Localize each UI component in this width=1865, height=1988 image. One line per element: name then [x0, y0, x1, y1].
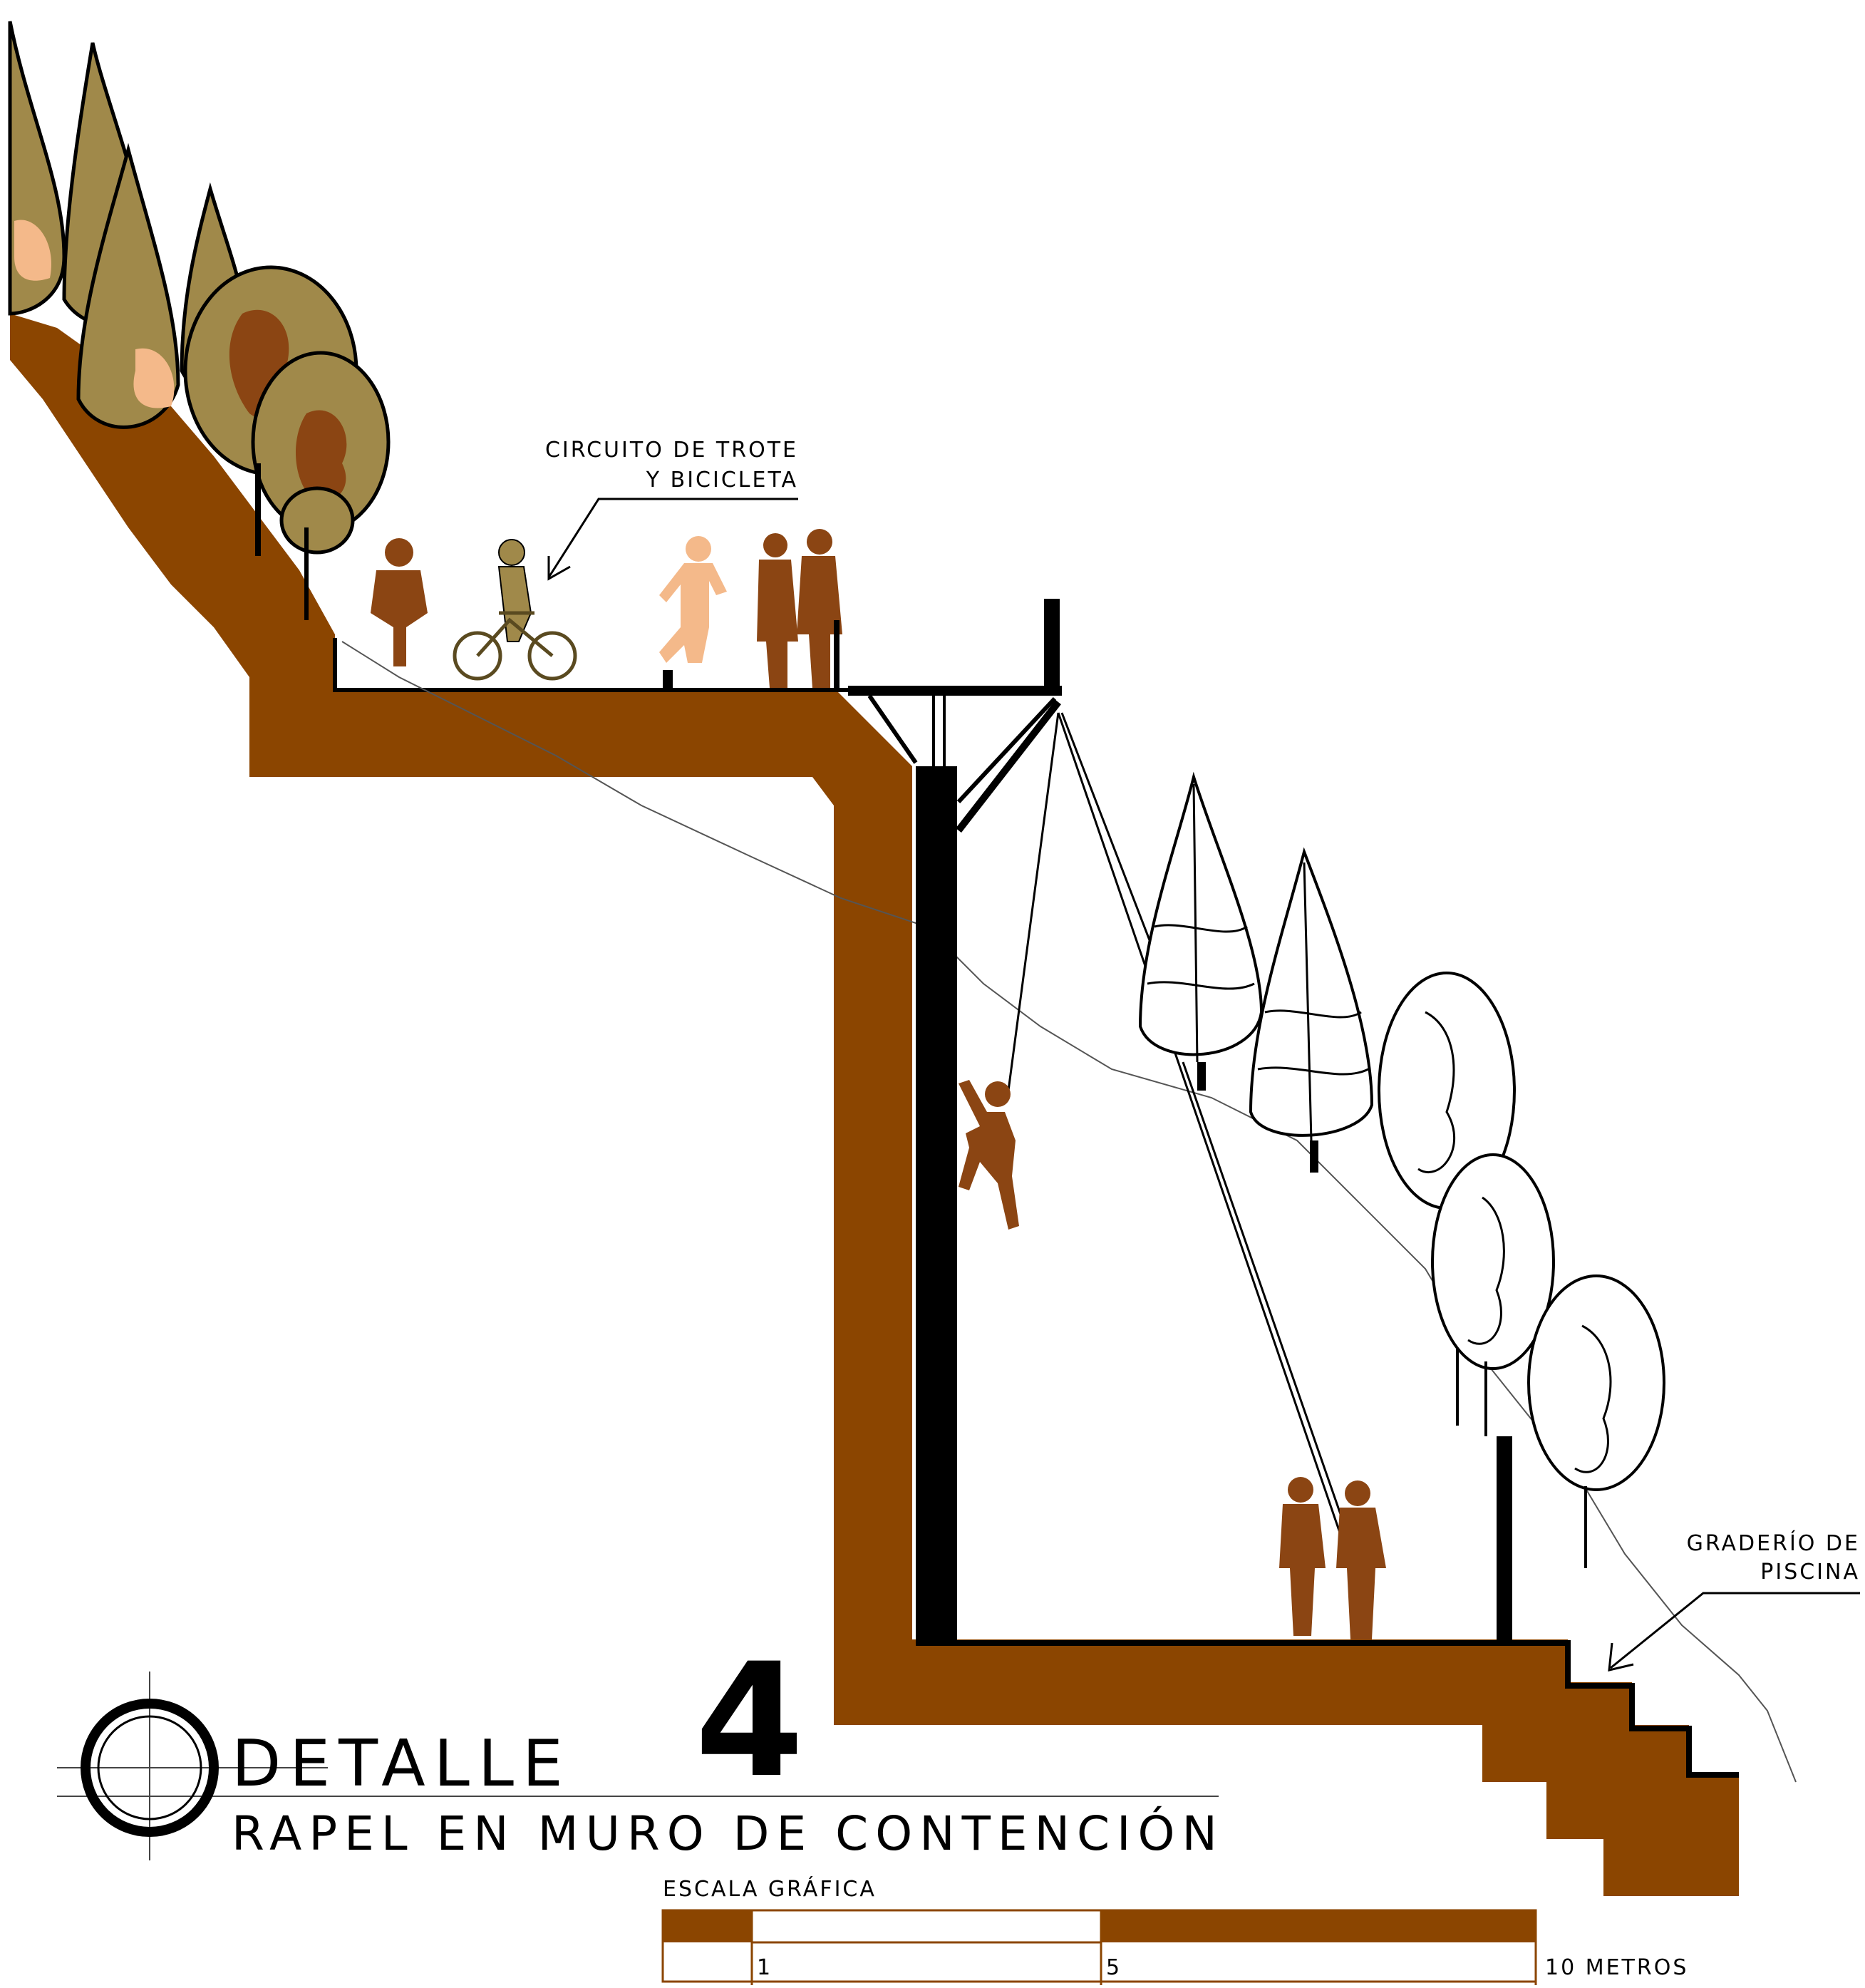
rappel-platform: [848, 599, 1348, 1643]
terrain-profile-line: [341, 641, 1797, 1783]
tree-group-outline: [1138, 771, 1665, 1568]
pool-arrow: [1608, 1642, 1634, 1672]
pool-label-line1: GRADERÍO DE: [1687, 1530, 1860, 1556]
pool-railing-post: [1497, 1436, 1512, 1643]
jogging-callout: CIRCUITO DE TROTE Y BICICLETA: [545, 438, 798, 581]
scale-tick-10: 10 METROS: [1545, 1955, 1688, 1980]
climbing-wall: [916, 766, 957, 1643]
title-number: 4: [695, 1629, 804, 1812]
tree-group-colored: [8, 21, 391, 620]
people-upper-walkway: [371, 529, 842, 690]
title-block: DETALLE 4 RAPEL EN MURO DE CONTENCIÓN: [57, 1629, 1224, 1861]
pool-label-line2: PISCINA: [1760, 1560, 1860, 1585]
cyclist-brown: [371, 538, 428, 666]
scale-title: ESCALA GRÁFICA: [663, 1876, 877, 1902]
graphic-scale: ESCALA GRÁFICA 1 5 10 METROS: [661, 1876, 1688, 1985]
scale-segment-1-5: [750, 1909, 1102, 1944]
walkway-deck: [333, 638, 848, 692]
cypress-tree-6: [1249, 847, 1374, 1137]
title-subtitle: RAPEL EN MURO DE CONTENCIÓN: [232, 1806, 1224, 1861]
scale-tick-1: 1: [757, 1955, 773, 1980]
people-pool-deck: [1279, 1477, 1386, 1639]
scale-segment-5-10: [1101, 1910, 1536, 1942]
cypress-tree-5: [1138, 771, 1264, 1056]
runner-peach: [659, 536, 727, 663]
round-tree-5: [1431, 1153, 1555, 1370]
pool-leader-line: [1610, 1592, 1860, 1669]
round-tree-3: [279, 486, 355, 555]
scale-segment-0-1: [663, 1910, 752, 1942]
title-word: DETALLE: [232, 1726, 572, 1801]
jogging-arrow: [547, 556, 571, 581]
rappel-rope: [1007, 712, 1060, 1091]
walking-couple: [757, 529, 842, 688]
belay-rope: [1057, 712, 1341, 1533]
pool-callout: GRADERÍO DE PISCINA: [1608, 1530, 1860, 1672]
round-tree-6: [1527, 1274, 1665, 1491]
climber: [959, 1080, 1019, 1230]
upper-slope-soil: [10, 314, 1739, 1896]
cyclist-olive: [453, 539, 577, 681]
pool-steps: [916, 1640, 1739, 1778]
jogging-leader-line: [547, 498, 798, 578]
jogging-label-line1: CIRCUITO DE TROTE: [545, 438, 798, 463]
ground-section: [10, 314, 1739, 1896]
title-ring-outer: [81, 1699, 219, 1837]
scale-tick-5: 5: [1106, 1955, 1122, 1980]
jogging-label-line2: Y BICICLETA: [646, 468, 798, 493]
